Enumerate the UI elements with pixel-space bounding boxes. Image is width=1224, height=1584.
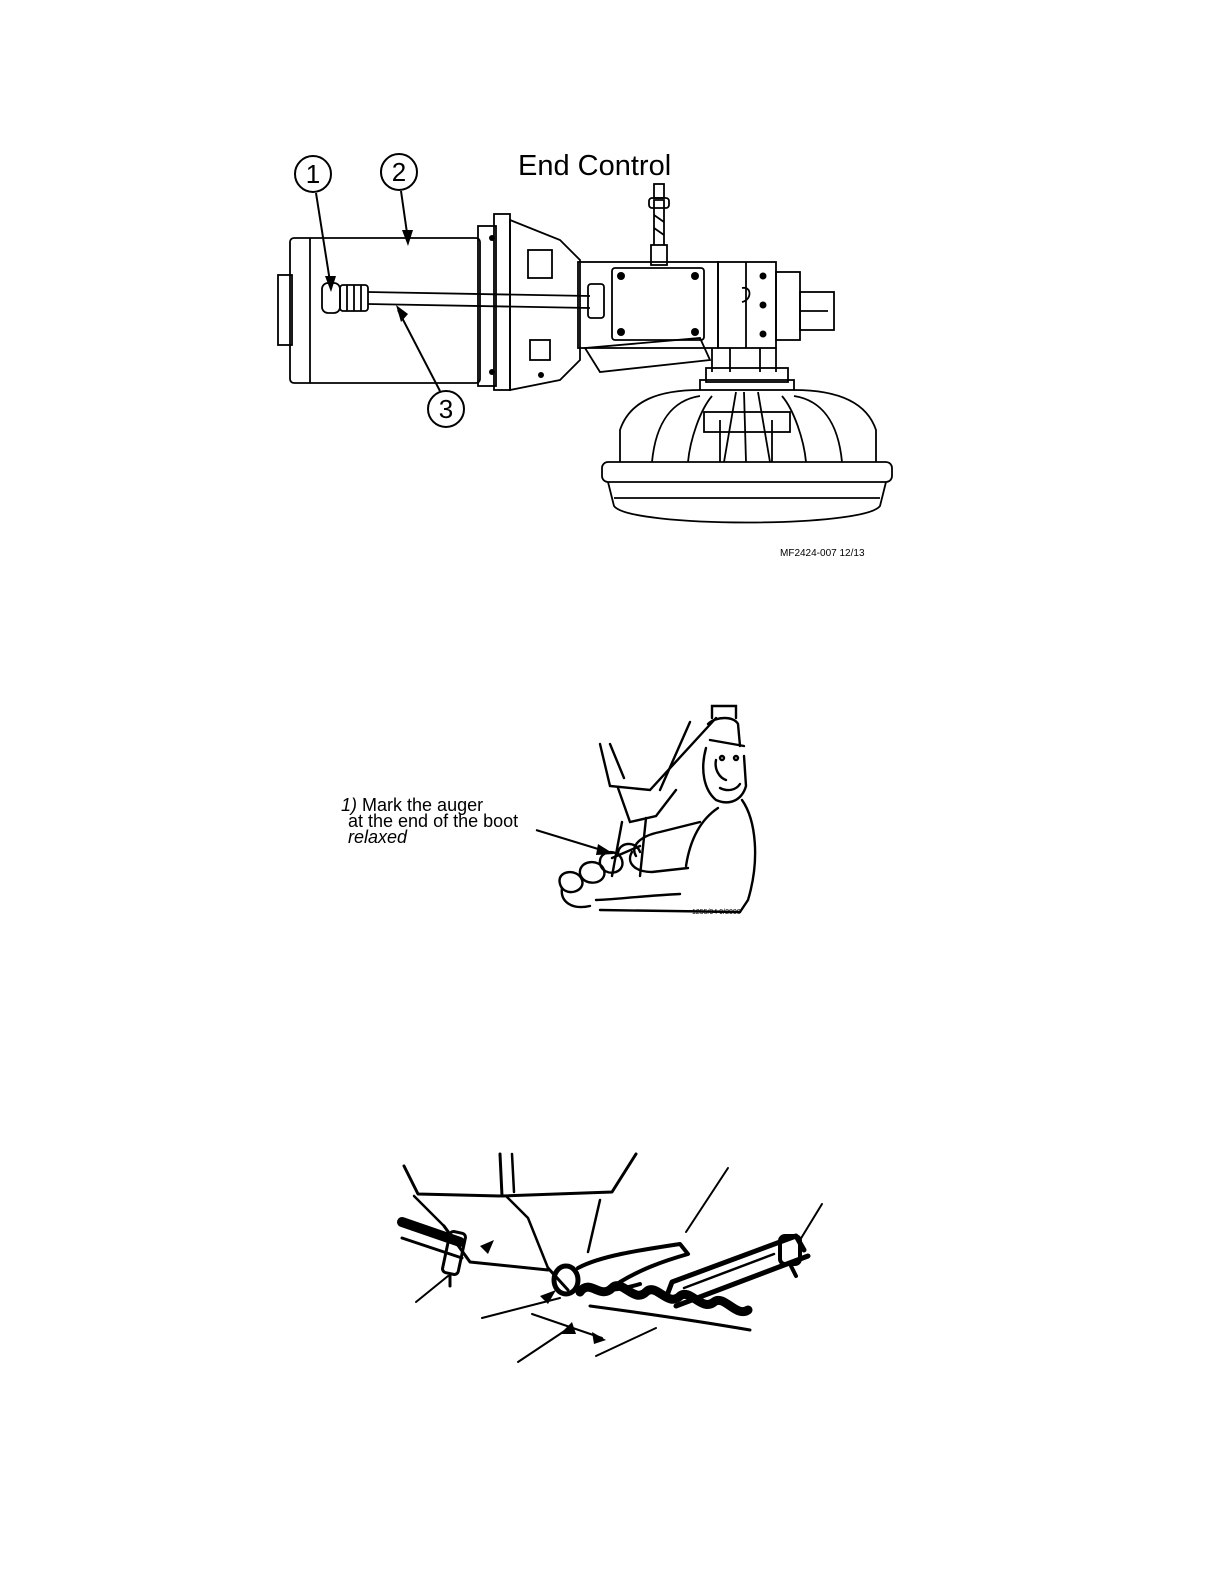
auger-boot-drawing bbox=[0, 0, 1224, 1584]
